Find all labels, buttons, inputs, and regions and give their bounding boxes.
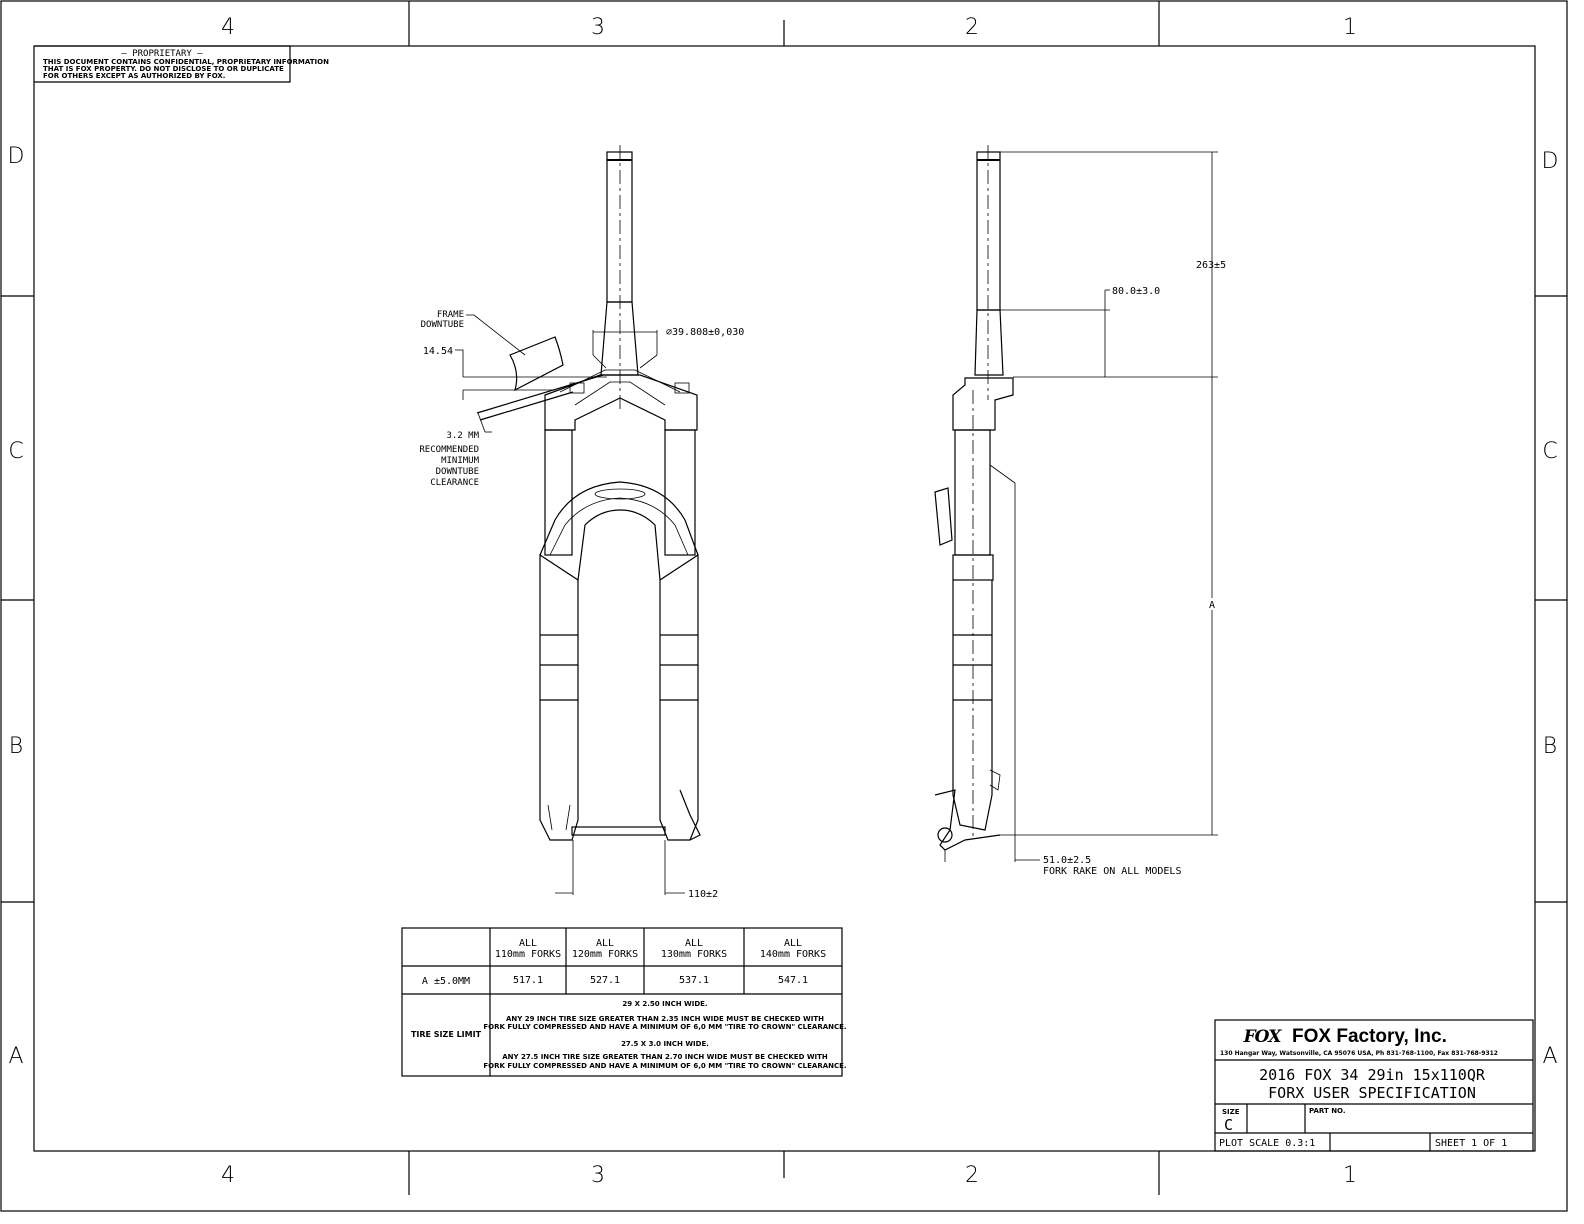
clearance-note: DOWNTUBE — [436, 467, 479, 477]
proprietary-title: — PROPRIETARY — — [121, 49, 203, 59]
fork-rake-dim: 51.0±2.5 — [1043, 855, 1091, 866]
table-header: 110mm FORKS — [495, 949, 561, 960]
clearance-note: CLEARANCE — [430, 478, 479, 488]
proprietary-notice: — PROPRIETARY — THIS DOCUMENT CONTAINS C… — [34, 45, 329, 83]
zone-row-a: A — [8, 1044, 23, 1069]
proprietary-line: FOR OTHERS EXCEPT AS AUTHORIZED BY FOX. — [43, 72, 225, 80]
tire-note: ANY 29 INCH TIRE SIZE GREATER THAN 2.35 … — [506, 1015, 824, 1023]
axle-width-dim: 110±2 — [688, 889, 718, 900]
fox-logo: FOX — [1243, 1027, 1283, 1047]
front-view-annotations: FRAME DOWNTUBE 14.54 ⌀39.808±0,030 3.2 M… — [419, 310, 744, 900]
clearance-note: 3.2 MM — [446, 431, 479, 441]
part-no-label: PART NO. — [1309, 1107, 1346, 1115]
fork-side-view — [934, 145, 1016, 851]
side-view-dimensions: 263±5 80.0±3.0 A 51.0±2.5 FORK RAKE ON A… — [944, 151, 1226, 877]
zone-row-d: D — [8, 144, 25, 169]
table-header: ALL — [519, 938, 537, 949]
company-name: FOX Factory, Inc. — [1292, 1026, 1447, 1047]
zone-row-c-right: C — [1542, 439, 1557, 464]
tire-size-label: TIRE SIZE LIMIT — [411, 1030, 482, 1039]
tire-note: FORK FULLY COMPRESSED AND HAVE A MINIMUM… — [483, 1062, 846, 1070]
clearance-note: RECOMMENDED — [419, 445, 479, 455]
company-address: 130 Hangar Way, Watsonville, CA 95076 US… — [1220, 1050, 1498, 1057]
zone-row-d-right: D — [1542, 149, 1559, 174]
size-value: C — [1224, 1116, 1233, 1134]
size-label: SIZE — [1222, 1108, 1240, 1116]
a-value: 527.1 — [590, 975, 620, 986]
frame-downtube-label: FRAME — [437, 310, 464, 320]
proprietary-line: THIS DOCUMENT CONTAINS CONFIDENTIAL, PRO… — [43, 58, 329, 66]
zone-col-2-bottom: 2 — [965, 1163, 979, 1188]
table-header: 130mm FORKS — [661, 949, 727, 960]
plot-scale: PLOT SCALE 0.3:1 — [1219, 1138, 1315, 1149]
zone-row-b-right: B — [1543, 734, 1557, 759]
tire-note: 27.5 X 3.0 INCH WIDE. — [621, 1040, 709, 1048]
zone-col-1-bottom: 1 — [1343, 1163, 1357, 1188]
tire-note: FORK FULLY COMPRESSED AND HAVE A MINIMUM… — [483, 1023, 846, 1031]
proprietary-line: THAT IS FOX PROPERTY. DO NOT DISCLOSE TO… — [43, 65, 284, 73]
frame-downtube-label: DOWNTUBE — [421, 320, 464, 330]
steerer-diameter-dim: ⌀39.808±0,030 — [666, 327, 744, 338]
tire-note: 29 X 2.50 INCH WIDE. — [622, 1000, 707, 1008]
zone-col-3-bottom: 3 — [591, 1163, 605, 1188]
zone-row-b: B — [9, 734, 23, 759]
table-header: ALL — [685, 938, 703, 949]
zone-col-2: 2 — [965, 15, 979, 40]
taper-length-dim: 80.0±3.0 — [1112, 286, 1160, 297]
clearance-note: MINIMUM — [441, 456, 480, 466]
a-value: 517.1 — [513, 975, 543, 986]
a-value: 537.1 — [679, 975, 709, 986]
table-header: 140mm FORKS — [760, 949, 826, 960]
zone-col-3: 3 — [591, 15, 605, 40]
dim-14-54: 14.54 — [423, 346, 453, 357]
zone-col-1: 1 — [1343, 15, 1357, 40]
steerer-length-dim: 263±5 — [1196, 260, 1226, 271]
zone-col-4: 4 — [221, 15, 235, 40]
a-row-label: A ±5.0MM — [422, 976, 470, 987]
table-header: 120mm FORKS — [572, 949, 638, 960]
zone-row-c: C — [8, 439, 23, 464]
zone-row-a-right: A — [1542, 1044, 1557, 1069]
tire-note: ANY 27.5 INCH TIRE SIZE GREATER THAN 2.7… — [502, 1053, 828, 1061]
table-header: ALL — [784, 938, 802, 949]
sheet-number: SHEET 1 OF 1 — [1435, 1138, 1507, 1149]
zone-labels: 4 3 2 1 4 3 2 1 D C B A D C B A — [8, 15, 1559, 1188]
table-header: ALL — [596, 938, 614, 949]
drawing-title-line1: 2016 FOX 34 29in 15x110QR — [1259, 1066, 1486, 1084]
spec-table: ALL 110mm FORKS ALL 120mm FORKS ALL 130m… — [401, 927, 847, 1077]
title-block: FOX FOX Factory, Inc. 130 Hangar Way, Wa… — [1214, 1019, 1534, 1152]
axle-to-crown-dim: A — [1209, 600, 1215, 611]
fork-front-view — [455, 145, 701, 895]
zone-col-4-bottom: 4 — [221, 1163, 235, 1188]
drawing-title-line2: FORX USER SPECIFICATION — [1268, 1084, 1476, 1102]
fork-rake-note: FORK RAKE ON ALL MODELS — [1043, 866, 1181, 877]
a-value: 547.1 — [778, 975, 808, 986]
